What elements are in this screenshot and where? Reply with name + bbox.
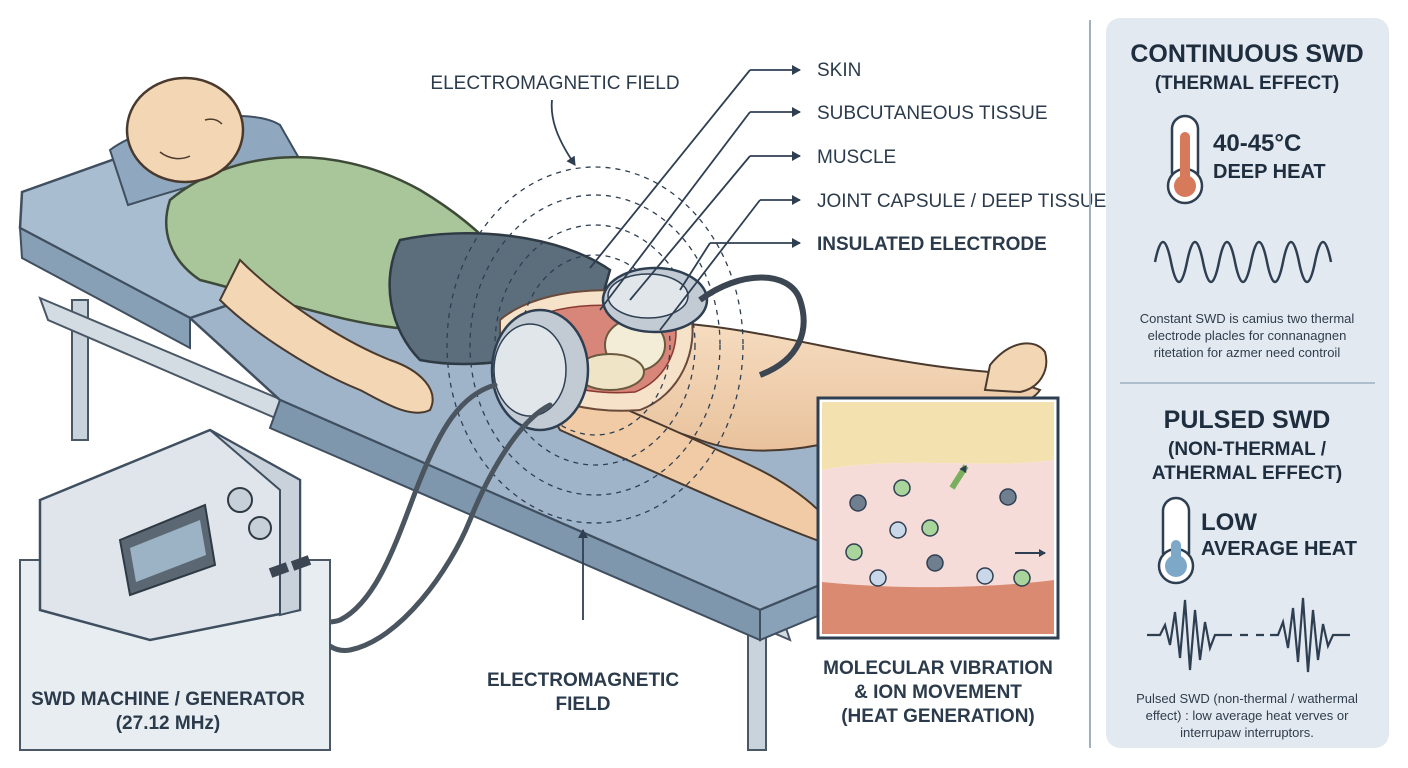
continuous-wave [1153,240,1333,284]
pulsed-subtitle-2: ATHERMAL EFFECT) [1152,463,1342,484]
pulsed-subtitle-1: (NON-THERMAL / [1168,439,1327,460]
continuous-desc-1: Constant SWD is camius two thermal [1140,311,1355,326]
continuous-section: CONTINUOUS SWD (THERMAL EFFECT) 40-45°C … [1130,40,1363,360]
label-molecular-3: (HEAT GENERATION) [841,706,1035,727]
label-em-field-bottom-1: ELECTROMAGNETIC [487,670,679,691]
label-em-field-top: ELECTROMAGNETIC FIELD [430,73,679,94]
label-molecular-2: & ION MOVEMENT [854,682,1022,703]
continuous-desc-2: electrode placles for connanagnen [1148,328,1347,343]
continuous-heat: DEEP HEAT [1213,161,1326,183]
label-machine-1: SWD MACHINE / GENERATOR [31,689,305,710]
pulsed-section: PULSED SWD (NON-THERMAL / ATHERMAL EFFEC… [1136,406,1358,740]
em-field-rings [446,166,744,524]
side-panel: CONTINUOUS SWD (THERMAL EFFECT) 40-45°C … [1089,18,1389,748]
label-em-field-bottom-2: FIELD [556,694,611,715]
continuous-subtitle: (THERMAL EFFECT) [1155,73,1339,94]
label-electrode: INSULATED ELECTRODE [817,234,1047,255]
electrode-top [601,266,807,378]
molecular-inset [816,396,1060,640]
label-subcutaneous: SUBCUTANEOUS TISSUE [817,103,1048,124]
pulsed-desc-2: effect) : low average heat verves or [1146,708,1349,723]
label-muscle: MUSCLE [817,147,896,168]
pointer-arrows [550,65,801,620]
continuous-title: CONTINUOUS SWD [1130,40,1363,68]
label-molecular-1: MOLECULAR VIBRATION [823,658,1053,679]
label-skin: SKIN [817,60,861,81]
label-machine-2: (27.12 MHz) [116,713,221,734]
pulsed-desc-1: Pulsed SWD (non-thermal / wathermal [1136,691,1358,706]
thermometer-hot-icon [1166,114,1204,205]
pulsed-wave [1147,597,1350,673]
continuous-desc-3: ritetation for azmer need controil [1154,345,1341,360]
electrode-bottom [490,308,590,432]
thermometer-cold-icon [1157,496,1195,585]
continuous-temp: 40-45°C [1213,130,1301,157]
diagram-labels: ELECTROMAGNETIC FIELD SKIN SUBCUTANEOUS … [31,60,1106,734]
label-joint: JOINT CAPSULE / DEEP TISSUE [817,191,1106,212]
pulsed-heat: AVERAGE HEAT [1201,538,1357,560]
pulsed-title: PULSED SWD [1164,406,1331,434]
pulsed-desc-3: interrupaw interruptors. [1180,725,1314,740]
pulsed-level: LOW [1201,509,1257,536]
swd-machine [19,428,331,751]
